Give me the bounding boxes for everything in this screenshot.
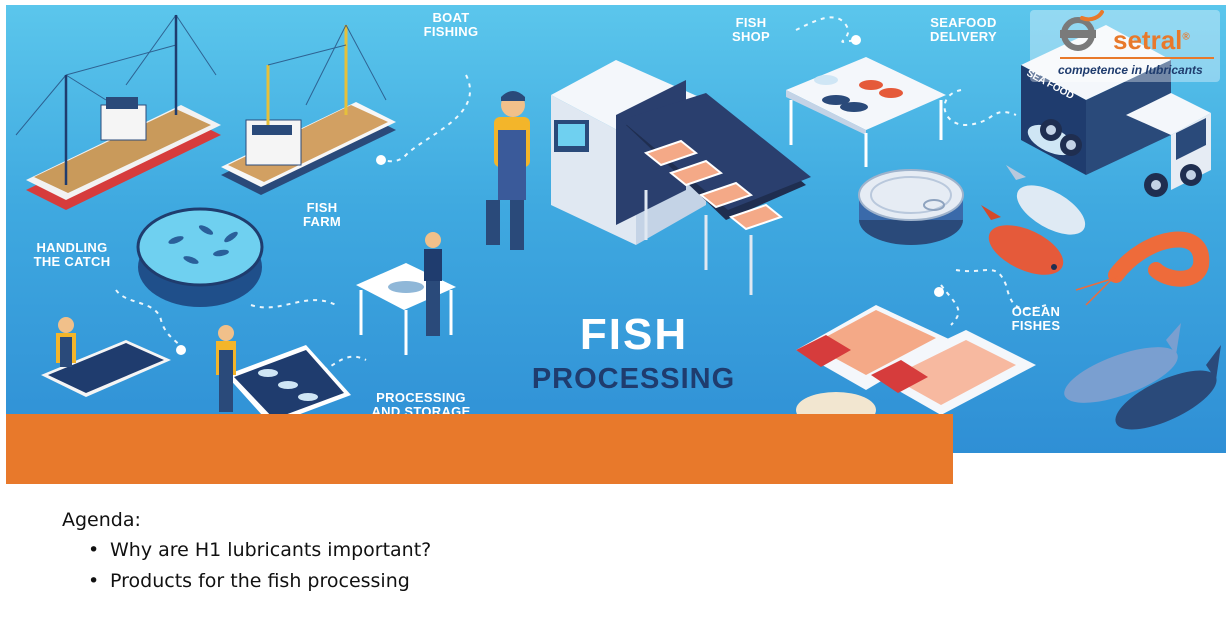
label-boat-fishing: BOAT FISHING [423, 10, 479, 39]
setral-logo [1030, 10, 1220, 82]
agenda-item: • Products for the fish processing [88, 570, 431, 592]
hero-illustration: SEA FOOD [6, 5, 1226, 453]
label-handling-the-catch: HANDLING THE CATCH [33, 240, 111, 269]
agenda-title: Agenda: [62, 509, 141, 531]
agenda-list: • Why are H1 lubricants important? • Pro… [62, 539, 431, 592]
title-processing: PROCESSING [531, 363, 736, 395]
label-fish-shop: FISH SHOP [731, 15, 771, 44]
agenda-item-text: Why are H1 lubricants important? [110, 539, 432, 561]
agenda-item-text: Products for the fish processing [110, 570, 410, 592]
setral-logo-mark-icon [1030, 10, 1220, 82]
illustration-artwork: SEA FOOD [15, 14, 1221, 430]
agenda-item: • Why are H1 lubricants important? [88, 539, 431, 561]
label-fish-farm: FISH FARM [302, 200, 342, 229]
label-ocean-fishes: OCEAN FISHES [1011, 304, 1061, 333]
bullet-icon: • [88, 570, 100, 592]
orange-title-band [6, 414, 953, 484]
title-fish: FISH [579, 310, 689, 359]
logo-name: setral® [1113, 25, 1190, 55]
logo-tagline: competence in lubricants [1058, 63, 1203, 77]
label-seafood-delivery: SEAFOOD DELIVERY [930, 15, 997, 44]
agenda-section: Agenda: • Why are H1 lubricants importan… [62, 509, 431, 601]
bullet-icon: • [88, 539, 100, 561]
